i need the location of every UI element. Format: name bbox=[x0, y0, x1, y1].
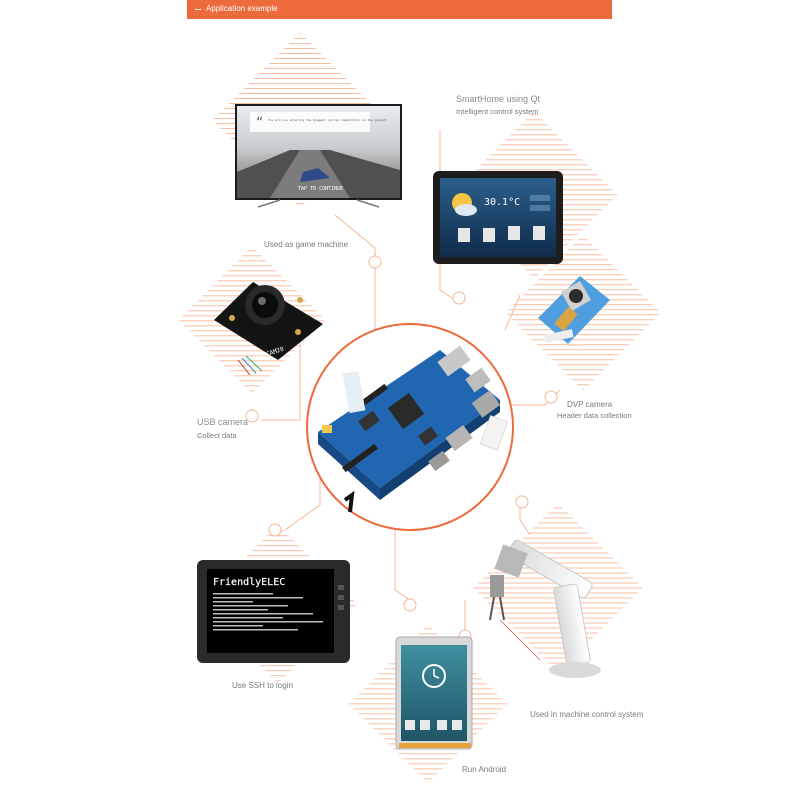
header-title: Application example bbox=[206, 4, 278, 13]
caption-dvp-camera-title: DVP camera bbox=[567, 400, 613, 409]
robot-arm-image bbox=[489, 539, 601, 678]
caption-smarthome-sub: Intelligent control system bbox=[456, 107, 539, 116]
caption-run-android: Run Android bbox=[462, 765, 507, 774]
svg-text:“: “ bbox=[256, 115, 263, 129]
terminal-logo-text: FriendlyELEC bbox=[213, 577, 285, 588]
android-device-image bbox=[395, 636, 473, 750]
caption-dvp-camera-sub: Header data collection bbox=[557, 411, 632, 420]
caption-machine-control: Used in machine control system bbox=[530, 710, 644, 719]
connector-lines bbox=[245, 130, 580, 643]
smarthome-tablet-image: 30.1°C bbox=[433, 171, 563, 264]
caption-usb-camera-sub: Collect data bbox=[197, 431, 237, 440]
nanopi-board-image bbox=[318, 345, 509, 513]
usb-camera-image: FA-CAM20 bbox=[214, 282, 323, 376]
tv-quote-text: You are now entering the biggest racing … bbox=[268, 118, 387, 122]
caption-game-machine: Used as game machine bbox=[264, 240, 349, 249]
ssh-terminal-image: FriendlyELEC bbox=[197, 560, 350, 663]
game-tv-image: “ You are now entering the biggest racin… bbox=[235, 104, 402, 208]
tablet-temp-text: 30.1°C bbox=[484, 197, 520, 208]
caption-smarthome-title: SmartHome using Qt bbox=[456, 94, 541, 104]
header-bar: Application example bbox=[187, 0, 612, 19]
tv-prompt-text: TAP TO CONTINUE bbox=[298, 186, 343, 192]
dvp-camera-image bbox=[538, 276, 610, 344]
caption-usb-camera-title: USB camera bbox=[197, 417, 249, 427]
caption-ssh-login: Use SSH to login bbox=[232, 681, 293, 690]
header-dash bbox=[195, 9, 201, 10]
